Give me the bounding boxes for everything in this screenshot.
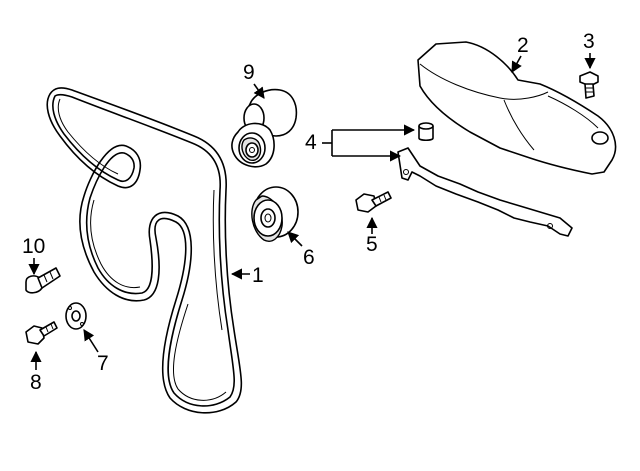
callout-9: 9: [243, 61, 255, 84]
leader-line-2: [511, 55, 522, 73]
callout-10: 10: [22, 235, 45, 258]
callout-5: 5: [366, 233, 378, 256]
pulley-washer: [65, 302, 87, 330]
heat-shield: [417, 41, 617, 175]
drive-belt: [46, 87, 243, 414]
heat-shield-bolt: [579, 71, 599, 99]
callout-3: 3: [583, 30, 595, 53]
callout-6: 6: [303, 246, 315, 269]
leader-line-9: [253, 83, 265, 99]
leader-line-7: [83, 329, 99, 353]
callout-8: 8: [30, 371, 42, 394]
bushing: [418, 122, 434, 142]
callout-2: 2: [517, 34, 529, 57]
idler-pulley: [251, 186, 299, 242]
callout-4: 4: [305, 131, 317, 154]
callout-7: 7: [97, 352, 109, 375]
belt-tensioner: [231, 88, 298, 168]
tensioner-bolt: [25, 267, 61, 294]
bracket-bolt: [355, 191, 392, 213]
callout-1: 1: [252, 264, 264, 287]
pulley-bolt: [25, 321, 58, 345]
leader-line-6: [287, 231, 303, 247]
mounting-bracket: [397, 147, 573, 237]
